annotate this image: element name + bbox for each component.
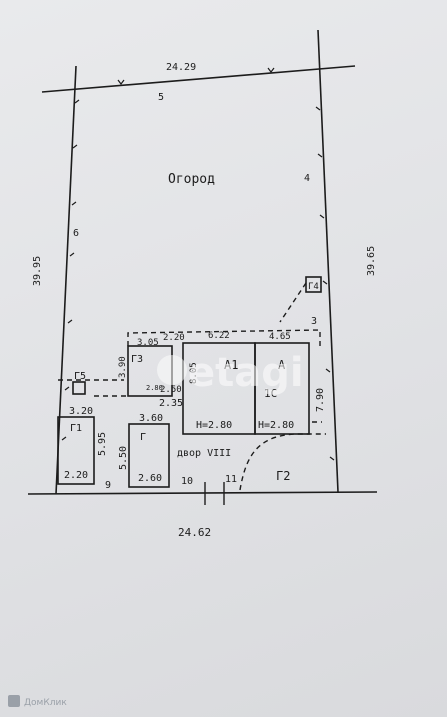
g3-top: 3.05	[137, 338, 159, 348]
building-g4	[305, 276, 322, 293]
fence-yard	[239, 433, 326, 491]
g3-inner: 2.80	[146, 384, 163, 392]
boundary-ticks	[61, 67, 335, 461]
boundary-top-line	[41, 65, 356, 93]
segment-no-10: 10	[181, 476, 193, 487]
g4-label: Г4	[308, 282, 319, 292]
yard-label: двор VIII	[177, 448, 231, 459]
building-g5	[72, 381, 86, 395]
g1-side: 5.95	[97, 432, 108, 456]
segment-no-6: 6	[73, 228, 79, 239]
main-side: 8.05	[189, 362, 199, 384]
a-height: Н=2.80	[258, 420, 294, 431]
fence-top	[127, 329, 321, 346]
right-segment-length: 7.90	[315, 388, 326, 412]
a1-height: Н=2.80	[196, 420, 232, 431]
g3-side: 3.90	[118, 356, 128, 378]
corner-brand-icon	[8, 695, 20, 707]
bottom-length: 24.62	[178, 526, 211, 539]
corner-brand-text: ДомКлик	[24, 698, 67, 708]
main-top: 2.20	[163, 333, 185, 343]
g3-width: 2.50	[160, 385, 182, 395]
boundary-bottom-line	[27, 491, 378, 495]
g2-label: Г2	[276, 469, 290, 483]
top-length: 24.29	[166, 62, 196, 73]
g-bottom: 2.60	[138, 473, 162, 484]
g3-label: Г3	[131, 354, 143, 365]
a-sub-label: 1С	[264, 387, 277, 400]
g1-top: 3.20	[69, 406, 93, 417]
a-top: 4.65	[269, 332, 291, 342]
boundary-left-line	[55, 65, 77, 495]
g1-label: Г1	[70, 423, 82, 434]
segment-no-4: 4	[304, 173, 310, 184]
segment-no-9: 9	[105, 480, 111, 491]
right-length: 39.65	[366, 246, 377, 276]
a1-top: 6.22	[208, 331, 230, 341]
garden-label: Огород	[168, 172, 215, 187]
left-length: 39.95	[32, 256, 43, 286]
watermark-circle	[157, 355, 187, 385]
building-g	[128, 423, 170, 488]
g-label: Г	[140, 432, 146, 443]
g5-label: Г5	[74, 371, 86, 382]
g1-bottom: 2.20	[64, 470, 88, 481]
building-g1	[57, 416, 95, 485]
segment-no-11: 11	[225, 474, 237, 485]
building-a	[254, 342, 310, 435]
a-label: А	[278, 358, 286, 372]
segment-no-3: 3	[311, 316, 317, 327]
segment-no-5: 5	[158, 92, 164, 103]
g-side: 5.50	[118, 446, 129, 470]
g-top: 3.60	[139, 413, 163, 424]
g3-bottom: 2.35	[159, 398, 183, 409]
watermark-text: etagi	[188, 350, 304, 396]
boundary-right-line	[317, 29, 339, 493]
fence-g4	[279, 282, 307, 323]
a1-label: А1	[224, 358, 238, 372]
